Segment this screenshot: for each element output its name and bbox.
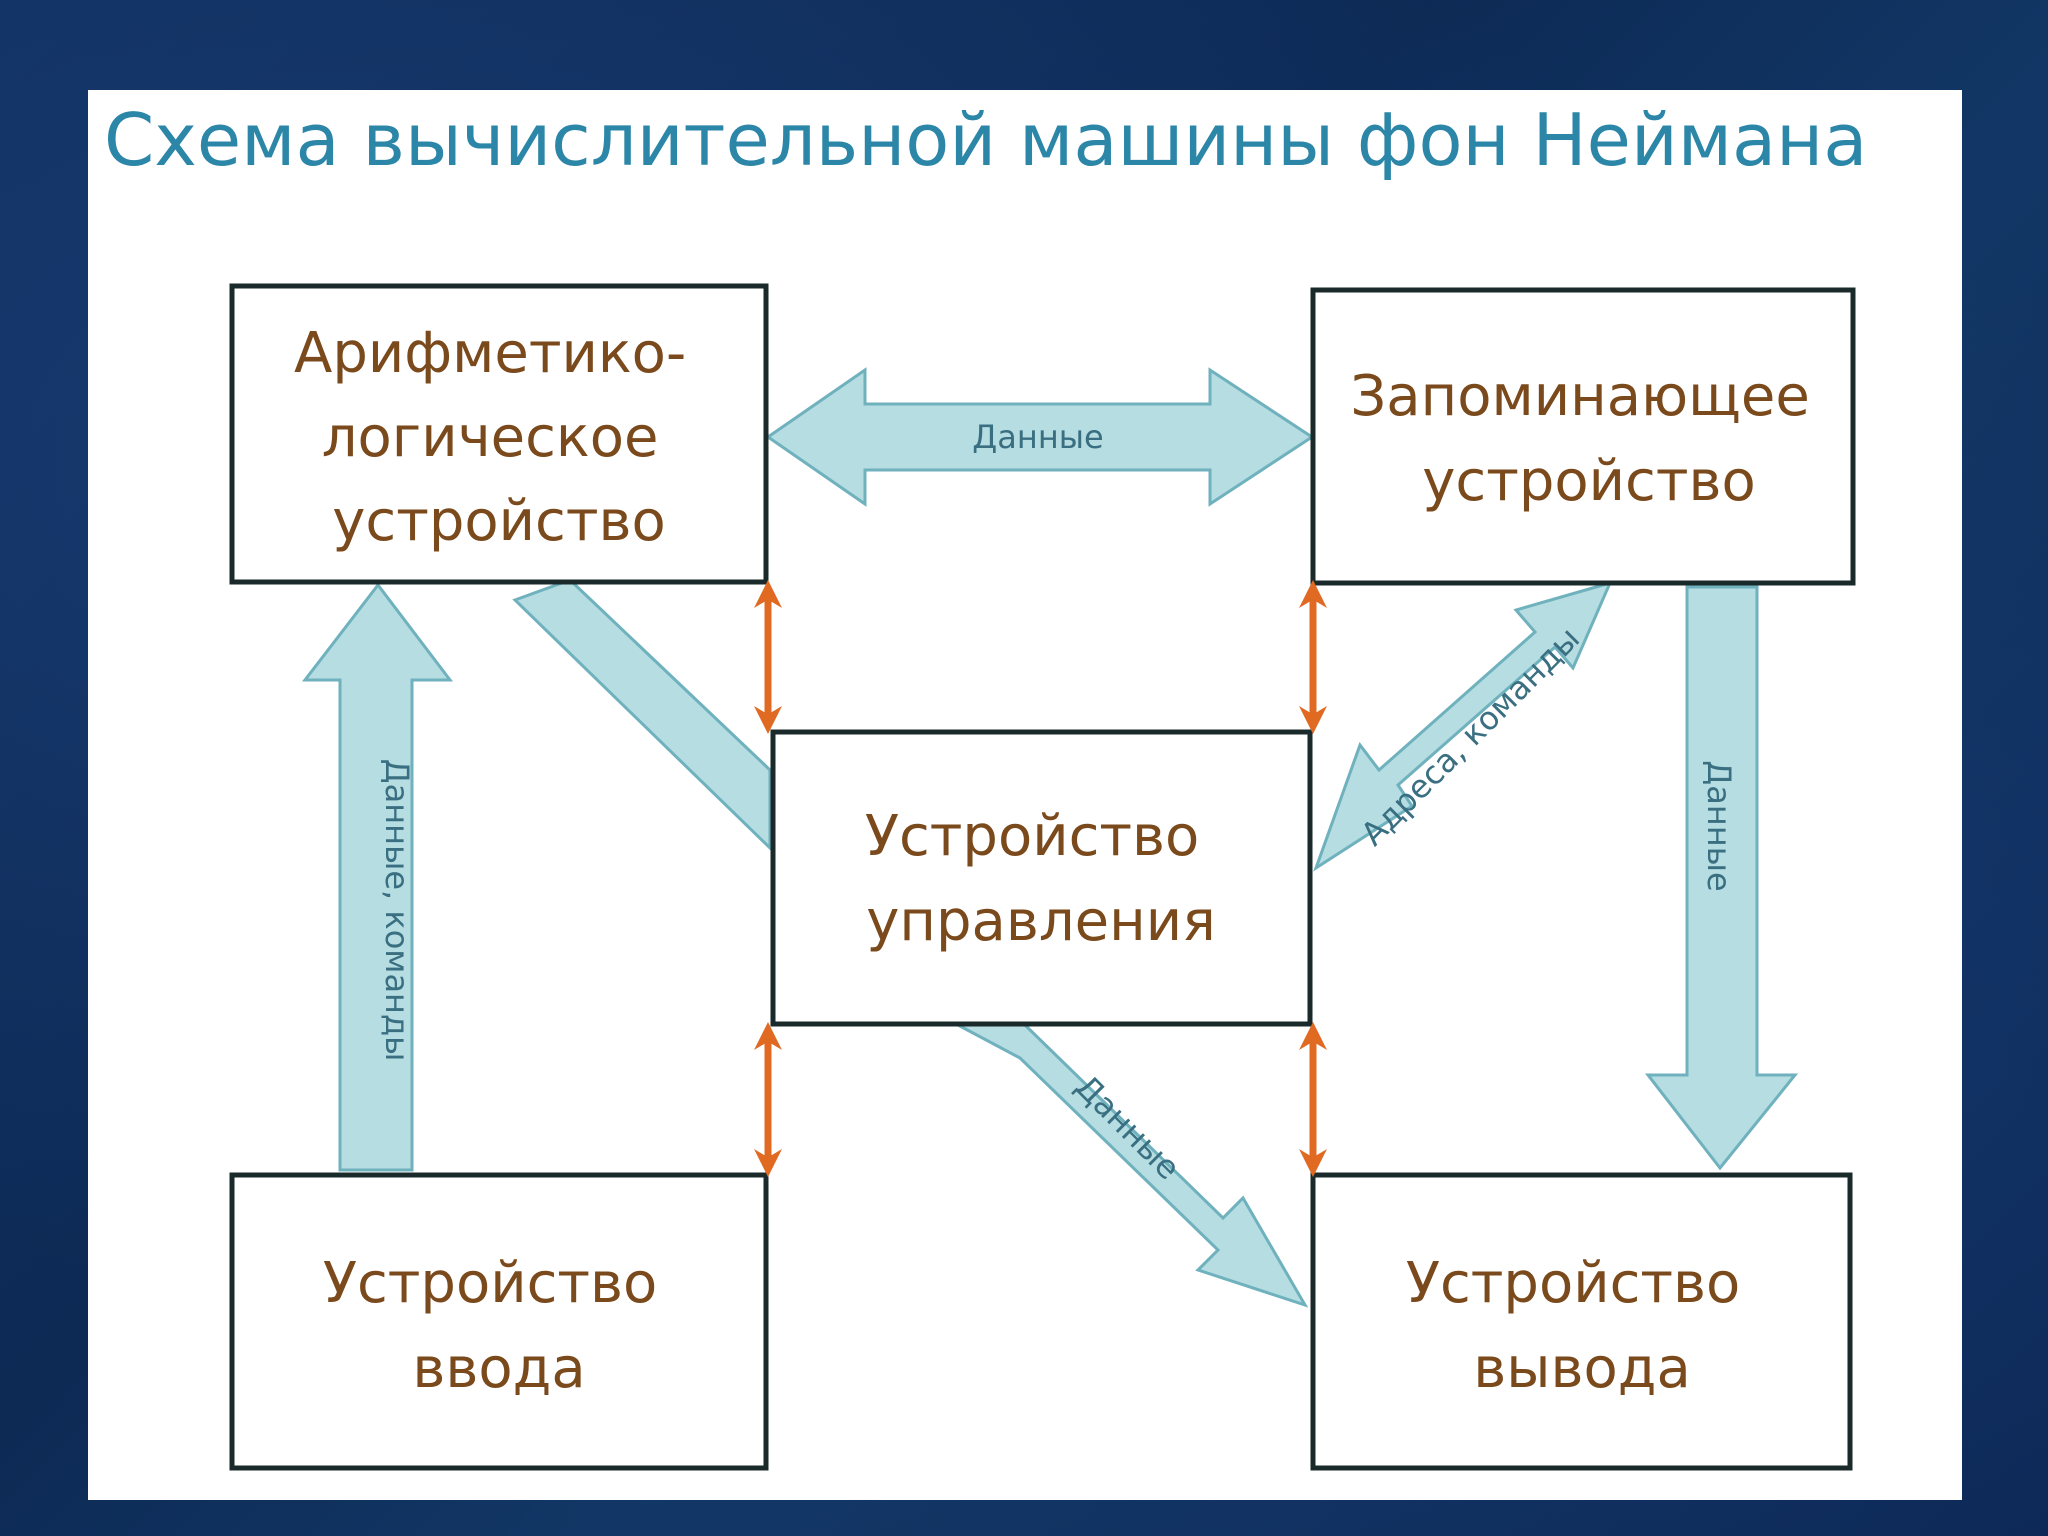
control-unit-label: Устройство управления bbox=[865, 804, 1217, 954]
flow-arrow-control-output bbox=[957, 1023, 1309, 1308]
flow-arrow-input-alu bbox=[301, 582, 454, 1172]
memory-label-line-1: Запоминающее bbox=[1350, 364, 1809, 429]
flow-label-input-alu: Данные, команды bbox=[378, 759, 416, 1062]
page-title: Схема вычислительной машины фон Неймана bbox=[104, 98, 1868, 182]
input-device-box bbox=[229, 1172, 769, 1471]
memory-box bbox=[1310, 287, 1856, 586]
flow-label-control-output: Данные bbox=[1068, 1067, 1188, 1187]
input-device-label-line-2: ввода bbox=[412, 1336, 585, 1401]
control-unit-label-line-1: Устройство bbox=[865, 804, 1199, 869]
flow-label-memory-control: Адреса, команды bbox=[1353, 619, 1587, 853]
flow-label-alu-memory: Данные bbox=[972, 418, 1103, 456]
output-device-label: Устройство вывода bbox=[1406, 1251, 1758, 1401]
output-device-label-line-1: Устройство bbox=[1406, 1251, 1740, 1316]
flow-label-memory-output: Данные bbox=[1700, 760, 1738, 891]
flow-band-alu-control bbox=[512, 578, 772, 852]
input-device-label-line-1: Устройство bbox=[323, 1251, 657, 1316]
control-unit-box bbox=[770, 729, 1313, 1027]
alu-label: Арифметико- логическое устройство bbox=[294, 321, 704, 554]
alu-box bbox=[229, 283, 769, 585]
input-device-label: Устройство ввода bbox=[323, 1251, 675, 1401]
output-device-box bbox=[1310, 1172, 1853, 1471]
memory-label-line-2: устройство bbox=[1422, 449, 1755, 514]
flow-arrow-memory-output bbox=[1644, 585, 1799, 1171]
control-unit-label-line-2: управления bbox=[866, 889, 1216, 954]
alu-label-line-2: логическое bbox=[322, 405, 659, 470]
output-device-label-line-2: вывода bbox=[1473, 1336, 1691, 1401]
alu-label-line-3: устройство bbox=[332, 489, 665, 554]
memory-label: Запоминающее устройство bbox=[1350, 364, 1827, 514]
alu-label-line-1: Арифметико- bbox=[294, 321, 686, 386]
